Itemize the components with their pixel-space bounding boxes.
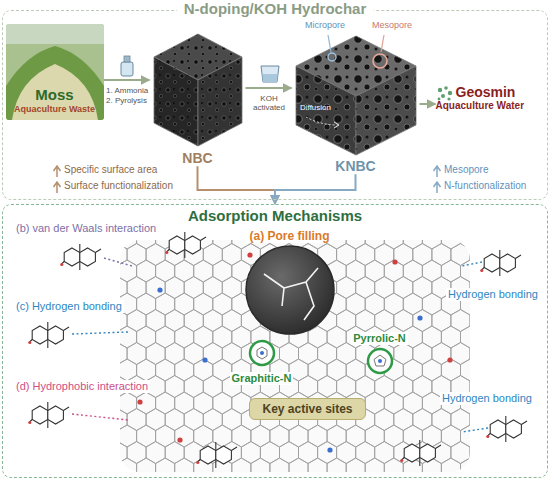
cube-pores xyxy=(154,57,198,146)
flow-arrow xyxy=(420,103,436,105)
odor-dot xyxy=(437,97,440,100)
cube-pores xyxy=(198,57,242,146)
mechanism-label: (a) Pore filling xyxy=(246,229,332,243)
graphene-lattice xyxy=(120,240,470,472)
annotation-label: (c) Hydrogen bonding xyxy=(14,300,124,313)
ammonia-bottle xyxy=(121,56,133,76)
sheet-ground xyxy=(120,240,470,472)
nitrogen-atom xyxy=(378,359,382,363)
nitrogen-atom xyxy=(260,351,264,355)
material-label: NBC xyxy=(150,150,246,167)
panel-title: N-doping/KOH Hydrochar xyxy=(177,0,374,18)
flow-arrow xyxy=(104,79,150,81)
annotation-label: Micropore xyxy=(305,20,345,30)
annotation-label: (b) van der Waals interaction xyxy=(14,222,158,235)
graphene-sheet xyxy=(120,240,470,472)
moss-fringe xyxy=(6,46,104,120)
photo-box: MossAquaculture Waste xyxy=(6,24,104,120)
site-ring xyxy=(365,346,395,376)
material-cube xyxy=(292,33,420,158)
annotation-label: Hydrogen bonding xyxy=(440,392,534,405)
geosmin-molecule xyxy=(28,322,69,348)
mesopore-ring xyxy=(373,54,387,68)
site-circle: Pyrrolic-N xyxy=(342,328,418,376)
cube-face xyxy=(296,66,356,155)
photo-subtitle: Aquaculture Waste xyxy=(14,104,95,115)
geosmin-molecule xyxy=(60,244,101,270)
annotation-label: 2. Pyrolysis xyxy=(106,96,152,105)
geosmin-molecule xyxy=(165,232,206,258)
annotation-label: Diffusion xyxy=(300,103,331,112)
annotation-label: Mesopore xyxy=(372,20,412,30)
geosmin-molecule xyxy=(480,250,521,276)
diffusion-path xyxy=(306,117,338,125)
cube-face xyxy=(198,57,242,146)
site-label: Graphitic-N xyxy=(230,372,294,385)
flow-arrow xyxy=(198,166,276,204)
geosmin-molecule xyxy=(486,416,527,442)
odor-dot xyxy=(447,90,451,94)
koh-beaker xyxy=(261,66,279,82)
field xyxy=(6,24,104,120)
ring xyxy=(368,349,392,373)
annotation-label: Surface functionalization xyxy=(64,180,173,192)
material-box: NBC xyxy=(150,30,246,167)
highlight-box: Key active sites xyxy=(249,398,365,420)
annotation-label: (d) Hydrophobic interaction xyxy=(14,380,150,393)
odor-dot xyxy=(437,87,441,91)
leader-line xyxy=(328,35,331,52)
pore-cracks xyxy=(264,268,318,320)
photo-title: Moss xyxy=(35,86,73,104)
sky xyxy=(6,24,104,44)
site-label: Pyrrolic-N xyxy=(351,332,408,345)
cube-face xyxy=(356,66,416,155)
moss-pile xyxy=(12,64,98,120)
geosmin-molecules xyxy=(28,232,527,468)
annotation-label: Specific surface area xyxy=(64,164,157,176)
target-subtitle: Aquaculture Water xyxy=(436,100,546,112)
mechanism-panel: Adsorption Mechanisms(a) Pore fillingGra… xyxy=(2,204,548,478)
annotation-label: 1. Ammonia xyxy=(106,86,152,95)
highlight-label: Key active sites xyxy=(262,402,352,416)
pore-disc xyxy=(244,244,336,336)
site-ring xyxy=(247,338,277,368)
material-label: KNBC xyxy=(292,158,420,175)
annotation-label: N-functionalization xyxy=(444,180,526,192)
leader-line xyxy=(381,35,384,52)
annotation-label: KOH activated xyxy=(247,94,291,112)
interaction-lines xyxy=(72,258,488,432)
cube-pores xyxy=(296,66,356,155)
diffusion-head xyxy=(334,122,339,128)
pore xyxy=(246,246,334,334)
geosmin-molecule xyxy=(28,402,69,428)
material-cube xyxy=(150,30,246,150)
pore-circle: (a) Pore filling xyxy=(238,226,342,336)
geosmin-molecule xyxy=(196,442,237,468)
odor-dots xyxy=(436,85,454,103)
odor-dot xyxy=(444,86,448,90)
ring xyxy=(250,341,274,365)
cube-face xyxy=(154,57,198,146)
flow-arrow xyxy=(246,87,292,89)
cube-pores xyxy=(356,66,416,155)
target-box: GeosminAquaculture Water xyxy=(436,84,546,113)
target-title: Geosmin xyxy=(456,84,546,101)
odor-dot xyxy=(447,97,450,100)
site-circle: Graphitic-N xyxy=(222,338,302,386)
odor-dot xyxy=(441,94,445,98)
annotation-label: Hydrogen bonding xyxy=(446,288,540,301)
ring-pentagon xyxy=(374,355,386,366)
geosmin-molecule xyxy=(400,440,441,466)
micropore-ring xyxy=(328,53,336,61)
ring-hexagon xyxy=(257,347,267,359)
annotation-label: Mesopore xyxy=(444,164,488,176)
